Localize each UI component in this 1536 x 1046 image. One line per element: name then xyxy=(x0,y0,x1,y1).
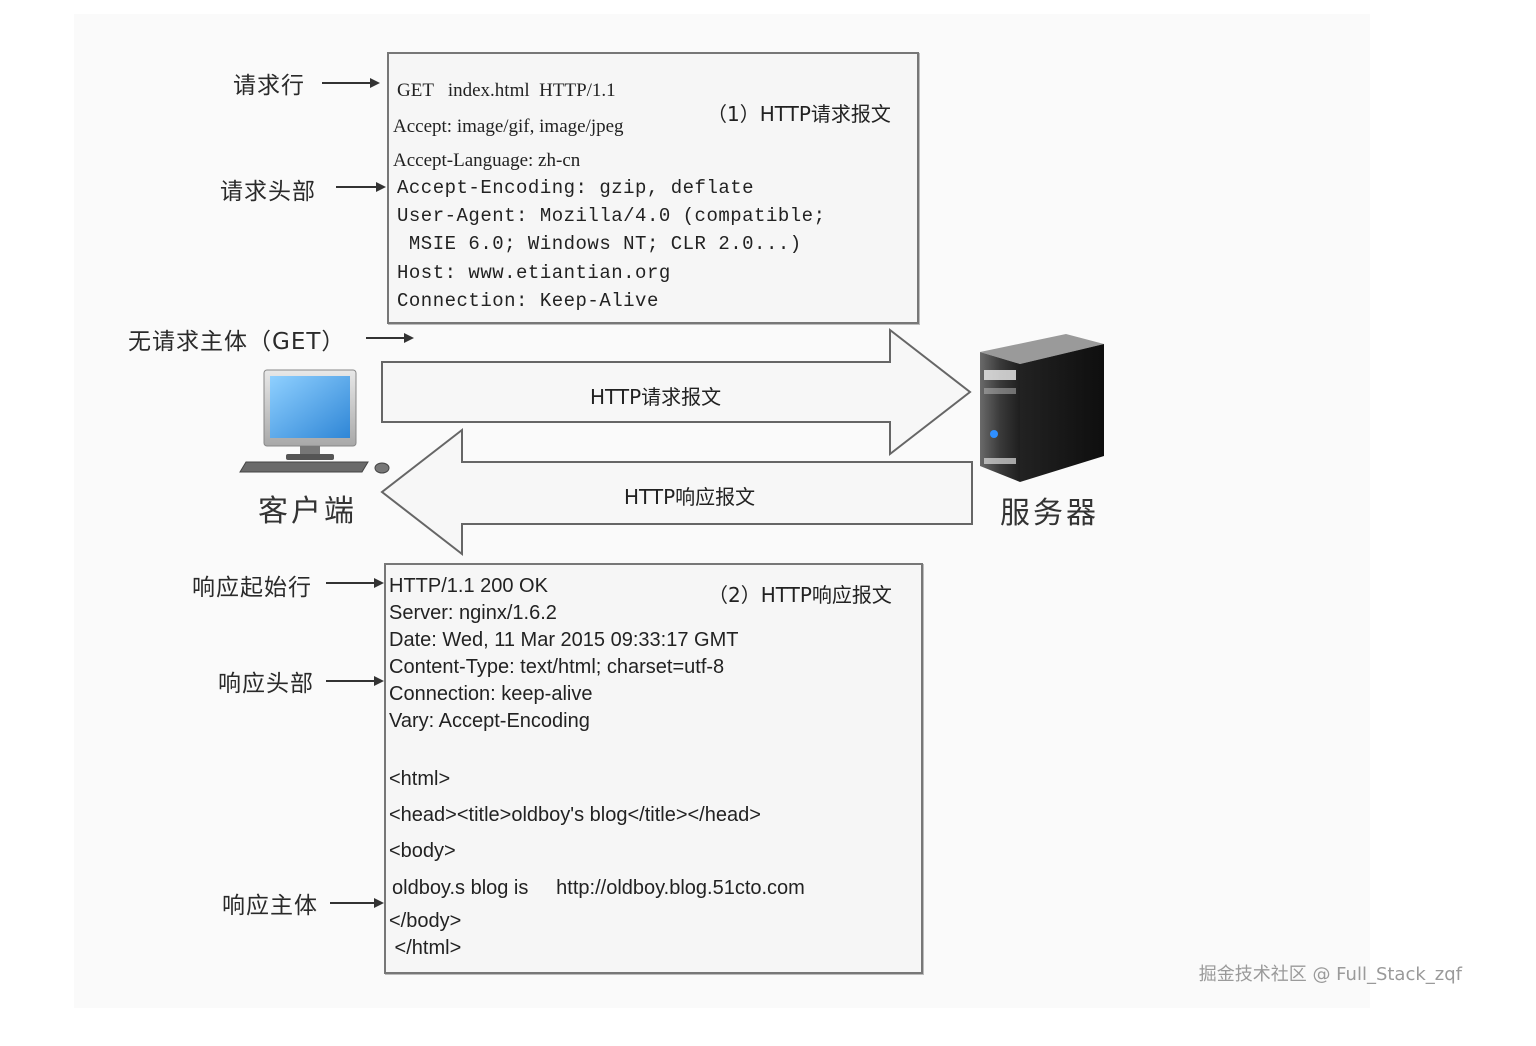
arrowhead-response-headers xyxy=(374,676,384,686)
server-icon xyxy=(980,334,1104,482)
request-header-accept-language: Accept-Language: zh-cn xyxy=(393,150,581,171)
request-header-user-agent: User-Agent: Mozilla/4.0 (compatible; xyxy=(397,205,826,227)
label-request-line: 请求行 xyxy=(233,73,305,99)
response-body-content: oldboy.s blog is http://oldboy.blog.51ct… xyxy=(392,877,805,899)
watermark: 掘金技术社区 @ Full_Stack_zqf xyxy=(1198,964,1462,985)
response-header-connection: Connection: keep-alive xyxy=(389,683,593,705)
arrow-response-headers xyxy=(326,680,374,682)
arrow-response-body xyxy=(330,902,374,904)
response-body-html-close: </html> xyxy=(389,937,462,959)
response-body-head: <head><title>oldboy's blog</title></head… xyxy=(389,804,761,826)
response-header-content-type: Content-Type: text/html; charset=utf-8 xyxy=(389,656,725,678)
arrowhead-status-line xyxy=(374,578,384,588)
response-body-html-open: <html> xyxy=(389,768,451,790)
label-request-headers: 请求头部 xyxy=(220,179,316,205)
response-box-title: （2）HTTP响应报文 xyxy=(708,583,892,607)
client-computer-icon xyxy=(239,369,390,474)
label-response-headers: 响应头部 xyxy=(218,671,314,697)
request-line-text: GET index.html HTTP/1.1 xyxy=(397,80,616,101)
arrow-request-line xyxy=(322,82,370,84)
label-response-body: 响应主体 xyxy=(222,893,318,919)
request-box-title: （1）HTTP请求报文 xyxy=(707,102,891,126)
request-header-user-agent-cont: MSIE 6.0; Windows NT; CLR 2.0...) xyxy=(397,233,802,255)
response-status-line: HTTP/1.1 200 OK xyxy=(389,575,548,597)
arrowhead-no-request-body xyxy=(404,333,414,343)
response-header-date: Date: Wed, 11 Mar 2015 09:33:17 GMT xyxy=(389,629,739,651)
response-header-vary: Vary: Accept-Encoding xyxy=(389,710,590,732)
arrow-status-line xyxy=(326,582,374,584)
request-header-accept-encoding: Accept-Encoding: gzip, deflate xyxy=(397,177,755,199)
arrow-no-request-body xyxy=(366,337,404,339)
response-arrow-label: HTTP响应报文 xyxy=(624,485,756,509)
request-header-accept: Accept: image/gif, image/jpeg xyxy=(393,116,624,137)
request-arrow-label: HTTP请求报文 xyxy=(590,385,722,409)
label-status-line: 响应起始行 xyxy=(192,575,312,601)
request-header-host: Host: www.etiantian.org xyxy=(397,262,671,284)
request-header-connection: Connection: Keep-Alive xyxy=(397,290,659,312)
response-body-body-open: <body> xyxy=(389,840,456,862)
http-request-box: （1）HTTP请求报文 GET index.html HTTP/1.1 Acce… xyxy=(387,52,919,324)
response-header-server: Server: nginx/1.6.2 xyxy=(389,602,557,624)
arrow-request-headers xyxy=(336,186,376,188)
response-body-body-close: </body> xyxy=(389,910,462,932)
request-flow-arrow xyxy=(381,327,972,457)
response-flow-arrow xyxy=(380,427,973,557)
arrowhead-request-headers xyxy=(376,182,386,192)
http-response-box: （2）HTTP响应报文 HTTP/1.1 200 OK Server: ngin… xyxy=(384,563,923,974)
server-label: 服务器 xyxy=(1000,496,1099,531)
label-no-request-body: 无请求主体（GET） xyxy=(128,329,346,355)
arrowhead-response-body xyxy=(374,898,384,908)
arrowhead-request-line xyxy=(370,78,380,88)
client-label: 客户端 xyxy=(258,494,357,529)
